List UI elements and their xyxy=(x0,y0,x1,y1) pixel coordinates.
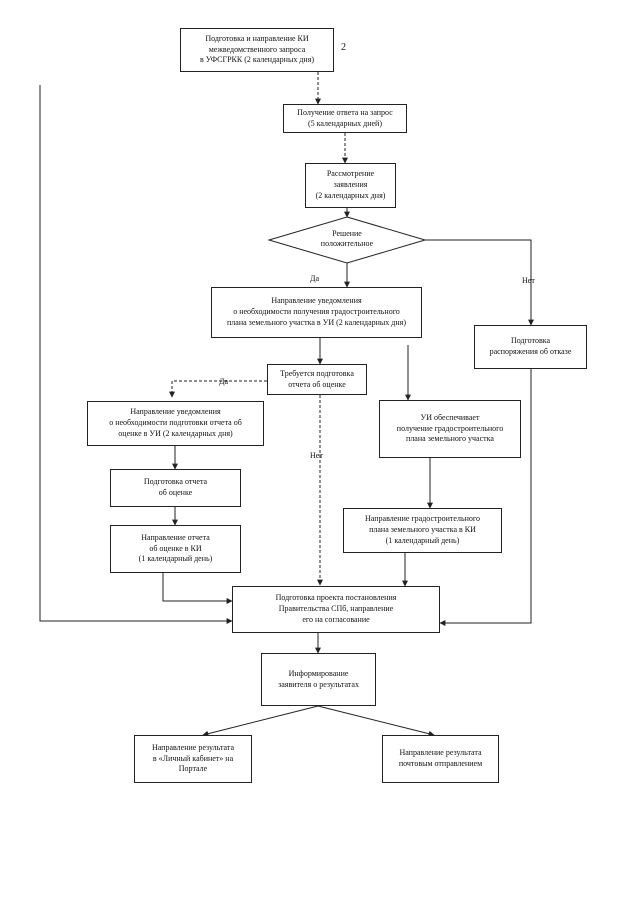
node-notice-plan: Направление уведомления о необходимости … xyxy=(211,287,422,338)
arrow-decision-no xyxy=(425,239,534,326)
label-no-decision: Нет xyxy=(522,276,535,285)
label-yes-decision: Да xyxy=(310,274,320,283)
node-decision: Решение положительное xyxy=(320,229,374,249)
node-notice-appraisal: Направление уведомления о необходимости … xyxy=(87,401,264,446)
arrow-sendappraisal-draft xyxy=(162,573,233,604)
node-appraisal-needed: Требуется подготовка отчета об оценке xyxy=(267,364,367,395)
arrow-inform-mail xyxy=(317,705,435,737)
node-send-plan: Направление градостроительного плана зем… xyxy=(343,508,502,553)
node-review: Рассмотрение заявления (2 календарных дн… xyxy=(305,163,396,208)
node-send-appraisal: Направление отчета об оценке в КИ (1 кал… xyxy=(110,525,241,573)
node-result-mail: Направление результата почтовым отправле… xyxy=(382,735,499,783)
arrow-inform-portal xyxy=(202,705,319,737)
arrow-appraisal-yes xyxy=(169,380,267,398)
arrow-refusal-draft xyxy=(439,369,532,626)
node-inform: Информирование заявителя о результатах xyxy=(261,653,376,706)
arrow-left-return xyxy=(39,85,233,624)
node-response: Получение ответа на запрос (5 календарны… xyxy=(283,104,407,133)
page-number: 2 xyxy=(341,42,346,53)
label-no-appraisal: Нет xyxy=(310,451,323,460)
node-draft-resolution: Подготовка проекта постановления Правите… xyxy=(232,586,440,633)
label-yes-appraisal: Да xyxy=(219,377,229,386)
node-result-portal: Направление результата в «Личный кабинет… xyxy=(134,735,252,783)
node-refusal: Подготовка распоряжения об отказе xyxy=(474,325,587,369)
node-request: Подготовка и направление КИ межведомстве… xyxy=(180,28,334,72)
node-prepare-appraisal: Подготовка отчета об оценке xyxy=(110,469,241,507)
node-ui-provides-plan: УИ обеспечивает получение градостроитель… xyxy=(379,400,521,458)
